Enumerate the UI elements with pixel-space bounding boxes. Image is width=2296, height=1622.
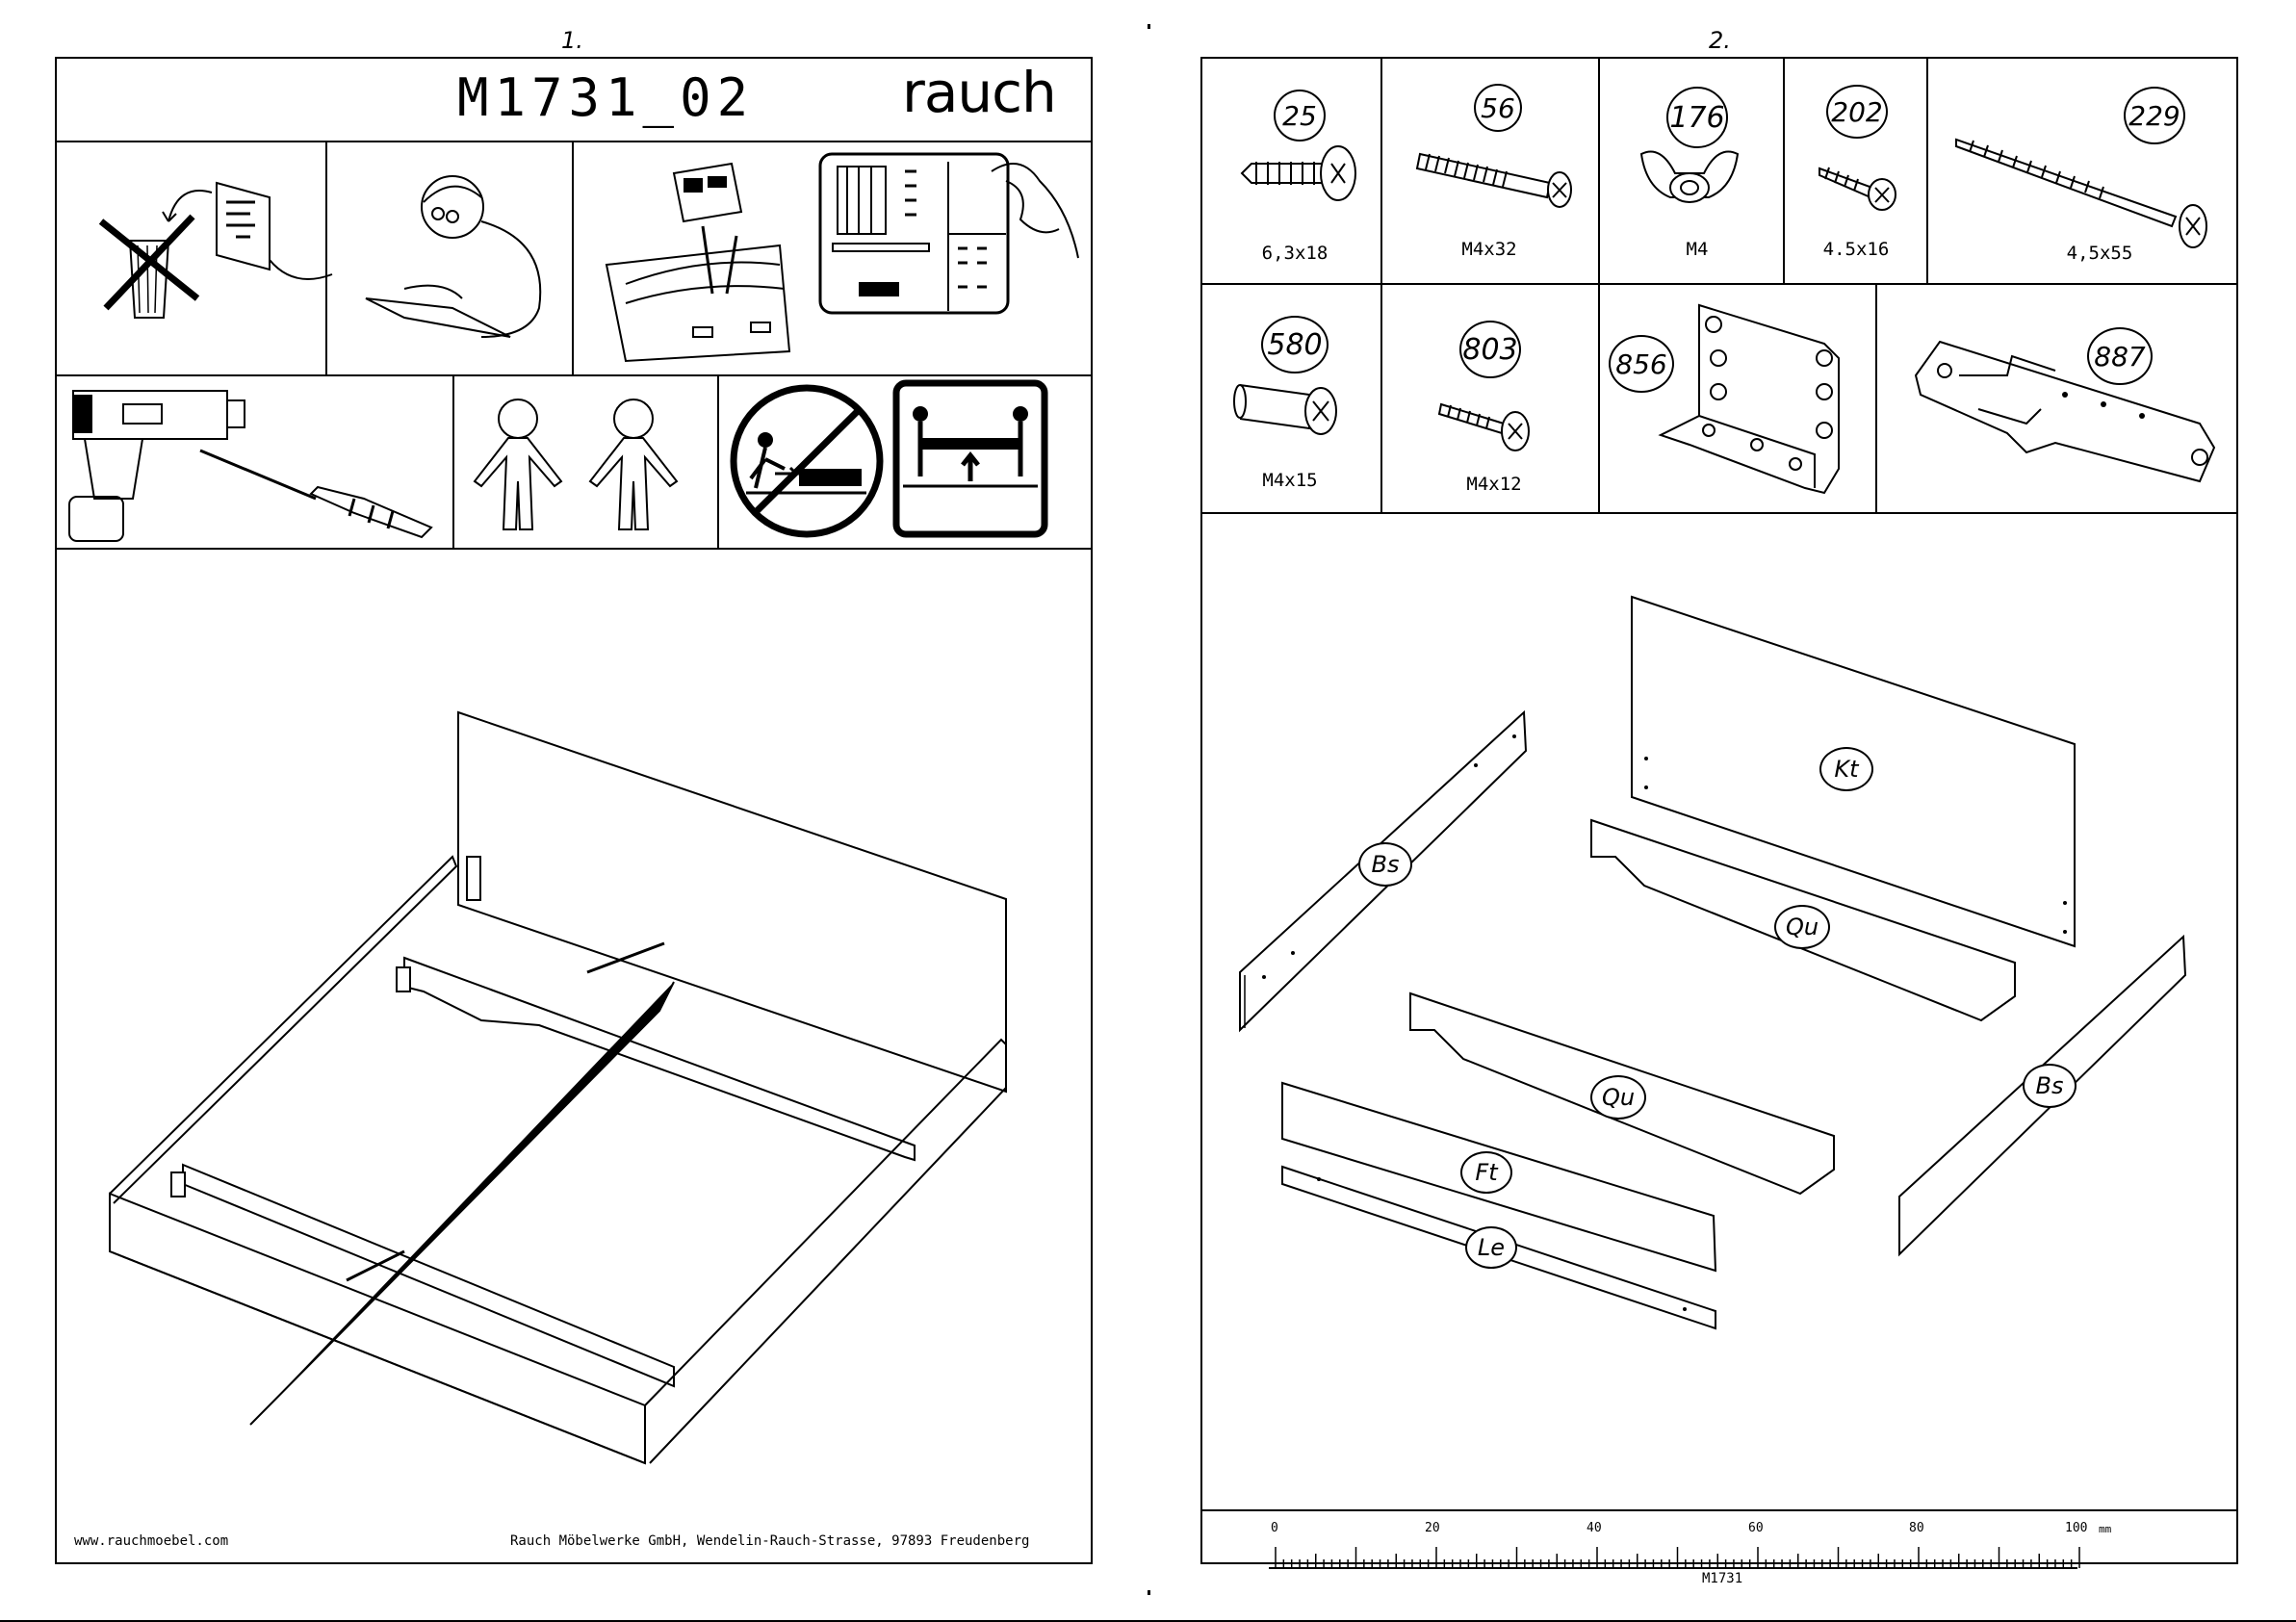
assembled-bed-illustration xyxy=(96,712,1020,1463)
screw-icon xyxy=(1237,144,1362,202)
page-number-1: 1. xyxy=(561,27,583,54)
cell-divider xyxy=(717,374,719,548)
ruler-tick-label: 20 xyxy=(1425,1521,1440,1535)
page-number-2: 2. xyxy=(1709,27,1731,54)
part-size-label: 4,5x55 xyxy=(2047,243,2153,264)
two-persons-icon xyxy=(470,395,701,539)
instruction-sheet-icon xyxy=(818,152,1088,316)
connector-bolt-icon xyxy=(1232,380,1348,438)
panel-label: Le xyxy=(1465,1226,1517,1269)
panel-label: Bs xyxy=(2023,1064,2077,1108)
center-mark xyxy=(1148,24,1150,29)
parts-row-divider xyxy=(1200,283,2238,285)
model-code-title: M1731_02 xyxy=(457,67,754,128)
part-number-badge: 176 xyxy=(1666,87,1728,148)
screw-icon xyxy=(1954,135,2229,250)
ruler-divider xyxy=(1200,1509,2238,1511)
cell-divider xyxy=(1926,57,1928,283)
footer-website: www.rauchmoebel.com xyxy=(74,1533,228,1549)
part-number-badge: 56 xyxy=(1474,84,1522,132)
bolt-icon xyxy=(1436,395,1552,452)
part-size-label: M4x12 xyxy=(1441,474,1547,495)
cell-divider xyxy=(452,374,454,548)
panel-label: Bs xyxy=(1358,842,1412,887)
parts-bottom-divider xyxy=(1200,512,2238,514)
cell-divider xyxy=(1380,57,1382,512)
row-divider-2 xyxy=(55,548,1093,550)
panel-label: Qu xyxy=(1774,905,1830,949)
part-number-badge: 25 xyxy=(1274,90,1326,142)
corner-bracket-icon xyxy=(1651,300,1853,498)
footer-address: Rauch Möbelwerke GmbH, Wendelin-Rauch-St… xyxy=(510,1533,1029,1549)
ruler-tick-label: 40 xyxy=(1587,1521,1602,1535)
ruler-tick-label: 60 xyxy=(1748,1521,1764,1535)
file-instructions-icon xyxy=(587,159,838,351)
carry-together-icon xyxy=(893,380,1047,537)
row-divider-1 xyxy=(55,374,1093,376)
cell-divider xyxy=(1598,57,1600,512)
wing-nut-icon xyxy=(1632,144,1747,221)
ruler-code: M1731 xyxy=(1702,1571,1742,1586)
bolt-icon xyxy=(1415,140,1584,207)
panel-label: Kt xyxy=(1819,747,1873,791)
header-divider xyxy=(55,141,1093,142)
center-mark xyxy=(1148,1590,1150,1595)
ruler-unit: mm xyxy=(2099,1523,2111,1535)
part-size-label: 4.5x16 xyxy=(1803,239,1909,260)
screw-icon xyxy=(1815,154,1911,212)
cell-divider xyxy=(1783,57,1785,283)
no-dragging-icon xyxy=(727,382,890,541)
cell-divider xyxy=(1875,283,1877,512)
ruler-tick-label: 0 xyxy=(1271,1521,1278,1535)
no-discard-instructions-icon xyxy=(91,164,303,327)
part-number-badge: 580 xyxy=(1261,316,1329,373)
drill-and-screwdriver-icon xyxy=(65,383,441,542)
cell-divider xyxy=(572,141,574,374)
part-size-label: M4x32 xyxy=(1436,239,1542,260)
part-size-label: M4x15 xyxy=(1237,470,1343,491)
part-size-label: M4 xyxy=(1644,239,1750,260)
cell-divider xyxy=(325,141,327,374)
brand-logo: rauch xyxy=(902,60,1056,125)
part-size-label: 6,3x18 xyxy=(1242,243,1348,264)
part-number-badge: 803 xyxy=(1459,321,1521,378)
ruler-tick-label: 80 xyxy=(1909,1521,1924,1535)
measurement-ruler xyxy=(1269,1540,2087,1569)
read-instructions-icon xyxy=(347,173,558,347)
part-number-badge: 202 xyxy=(1826,85,1888,139)
hook-plate-icon xyxy=(1911,337,2219,496)
ruler-tick-label: 100 xyxy=(2065,1521,2087,1535)
